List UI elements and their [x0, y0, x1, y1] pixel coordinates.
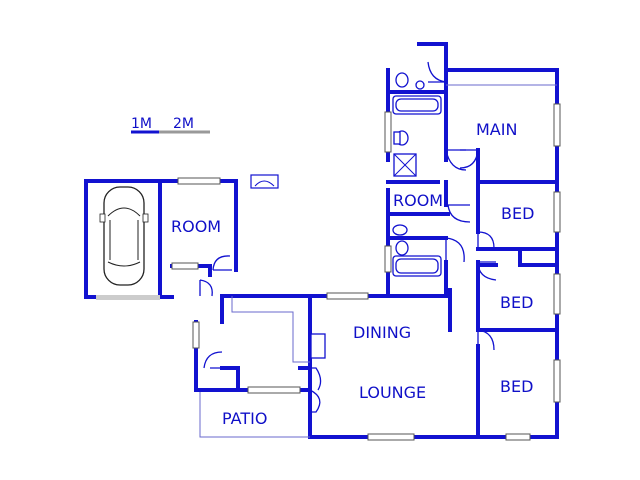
garage [84, 177, 238, 300]
label-room-upper: ROOM [393, 191, 443, 210]
garage-door [96, 295, 160, 300]
bathroom-fixtures [392, 72, 442, 277]
garage-window-top [177, 177, 221, 185]
basin-icon-2 [415, 80, 425, 90]
label-bed-1: BED [501, 204, 534, 223]
scale-label-1m: 1M [131, 116, 152, 132]
label-bed-2: BED [500, 293, 533, 312]
toilet-icon-1 [395, 72, 409, 88]
garage-window-inner [171, 262, 199, 270]
door-swings [199, 61, 497, 413]
braai-icon [250, 174, 279, 189]
label-main: MAIN [476, 120, 517, 139]
toilet-icon-3 [395, 240, 409, 256]
scale-bar: 1M 2M [131, 116, 210, 134]
basin-icon [392, 224, 408, 236]
label-room-left: ROOM [171, 217, 221, 236]
label-lounge: LOUNGE [359, 383, 426, 402]
label-bed-3: BED [500, 377, 533, 396]
fireplace-icon [310, 333, 326, 359]
label-dining: DINING [353, 323, 411, 342]
windows [192, 103, 561, 441]
label-patio: PATIO [222, 409, 267, 428]
thin-lines [199, 84, 557, 438]
room-labels: MAIN ROOM BED BED BED ROOM DINING LOUNGE… [171, 120, 534, 428]
scale-label-2m: 2M [173, 116, 194, 132]
car-icon [99, 186, 149, 286]
